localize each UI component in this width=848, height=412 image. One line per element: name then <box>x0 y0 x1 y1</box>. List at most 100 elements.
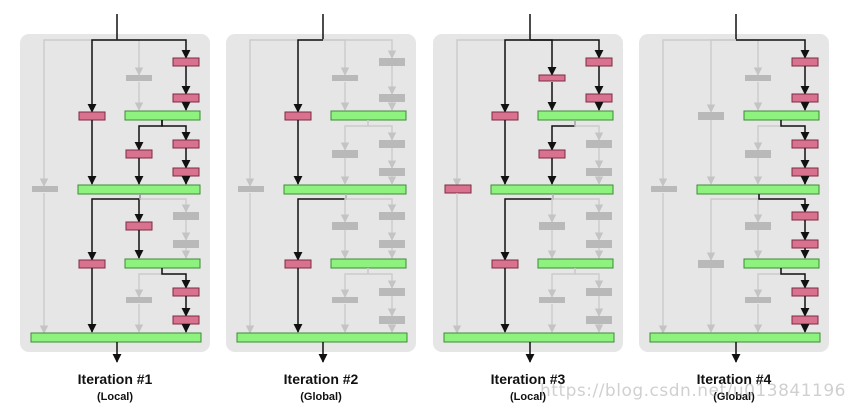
small-merge-top <box>537 110 614 121</box>
iteration-panel: Iteration #4 (Global) <box>639 14 829 403</box>
mid-branch-line <box>87 39 117 113</box>
col3-block-2 <box>172 93 200 103</box>
col2-block-1 <box>126 75 152 81</box>
iteration-subtitle: (Local) <box>97 391 133 403</box>
small-merge-bottom <box>330 258 407 269</box>
iteration-panel: Iteration #3 (Local) <box>433 14 623 403</box>
small-merge-top <box>743 110 820 121</box>
merge-bar-mid <box>283 184 407 195</box>
col3-block-2 <box>585 93 613 103</box>
left-block <box>238 186 264 192</box>
merge-bar-bottom <box>236 332 408 343</box>
col3-line-7 <box>758 194 810 213</box>
col3-block-3 <box>379 140 405 148</box>
mid-block-top <box>284 111 312 121</box>
mid-block-bottom <box>491 259 519 269</box>
left-block <box>444 184 472 194</box>
mid-block-top <box>78 111 106 121</box>
col3-line-4 <box>574 120 604 141</box>
small-merge-bottom <box>743 258 820 269</box>
col2-block-2 <box>125 149 153 159</box>
iteration-title: Iteration #4 <box>697 371 772 387</box>
small-merge-top <box>330 110 407 121</box>
col3-line-4 <box>780 120 810 141</box>
col3-block-5 <box>791 211 819 221</box>
col3-block-7 <box>172 287 200 297</box>
col3-line-1 <box>736 39 810 59</box>
col3-line-1 <box>323 39 397 59</box>
watermark-text: https://blog.csdn.net/u013841196 <box>540 381 846 401</box>
iteration-panel: Iteration #1(Local) <box>20 14 210 403</box>
small-merge-top <box>124 110 201 121</box>
iteration-title: Iteration #3 <box>491 371 566 387</box>
iteration-subtitle: (Local) <box>510 391 546 403</box>
col2-block-3 <box>539 222 565 230</box>
col3-block-2 <box>791 93 819 103</box>
col3-line-4 <box>161 120 191 141</box>
col2-block-4 <box>745 297 771 303</box>
mid-block-bottom <box>284 259 312 269</box>
col3-block-7 <box>379 288 405 296</box>
merge-bar-bottom <box>30 332 202 343</box>
col3-block-1 <box>379 58 405 66</box>
col3-block-6 <box>586 240 612 248</box>
col3-block-4 <box>791 167 819 177</box>
col3-line-7 <box>139 194 191 213</box>
col3-line-4 <box>367 120 397 141</box>
iteration-subtitle: (Global) <box>713 391 755 403</box>
col3-block-7 <box>791 287 819 297</box>
mid-block-bottom <box>698 260 724 268</box>
col3-block-6 <box>173 240 199 248</box>
col3-line-10 <box>780 268 810 289</box>
col3-block-3 <box>586 140 612 148</box>
merge-bar-mid <box>696 184 820 195</box>
col3-block-2 <box>379 94 405 102</box>
mid-branch-line <box>293 39 323 113</box>
col3-line-7 <box>345 194 397 213</box>
col3-block-4 <box>586 168 612 176</box>
small-merge-bottom <box>537 258 614 269</box>
col3-line-7 <box>552 194 604 213</box>
col3-block-4 <box>379 168 405 176</box>
left-block <box>651 186 677 192</box>
col2-block-3 <box>332 222 358 230</box>
col3-block-8 <box>172 315 200 325</box>
col3-block-8 <box>791 315 819 325</box>
col2-block-4 <box>539 297 565 303</box>
mid-block-top <box>491 111 519 121</box>
col2-block-3 <box>125 221 153 231</box>
col3-line-1 <box>530 39 604 59</box>
col2-block-1 <box>745 75 771 81</box>
iteration-subtitle: (Global) <box>300 391 342 403</box>
left-block <box>32 186 58 192</box>
merge-bar-mid <box>77 184 201 195</box>
col2-block-1 <box>332 75 358 81</box>
col2-block-3 <box>745 222 771 230</box>
mid-branch-line <box>500 39 530 113</box>
col2-block-2 <box>538 149 566 159</box>
col3-line-10 <box>367 268 397 289</box>
col2-block-2 <box>745 150 771 158</box>
mid-branch-line <box>706 39 736 113</box>
col3-block-1 <box>585 57 613 67</box>
col3-line-10 <box>574 268 604 289</box>
col3-block-5 <box>173 212 199 220</box>
col3-block-8 <box>586 316 612 324</box>
col3-block-6 <box>791 239 819 249</box>
col3-block-5 <box>586 212 612 220</box>
merge-bar-bottom <box>649 332 821 343</box>
col2-block-4 <box>332 297 358 303</box>
col3-block-7 <box>586 288 612 296</box>
merge-bar-bottom <box>443 332 615 343</box>
col3-block-5 <box>379 212 405 220</box>
col3-block-8 <box>379 316 405 324</box>
iteration-title: Iteration #2 <box>284 371 359 387</box>
col3-line-10 <box>161 268 191 289</box>
col3-block-1 <box>172 57 200 67</box>
col3-block-6 <box>379 240 405 248</box>
col3-block-3 <box>791 139 819 149</box>
col3-block-3 <box>172 139 200 149</box>
mid-block-bottom <box>78 259 106 269</box>
small-merge-bottom <box>124 258 201 269</box>
